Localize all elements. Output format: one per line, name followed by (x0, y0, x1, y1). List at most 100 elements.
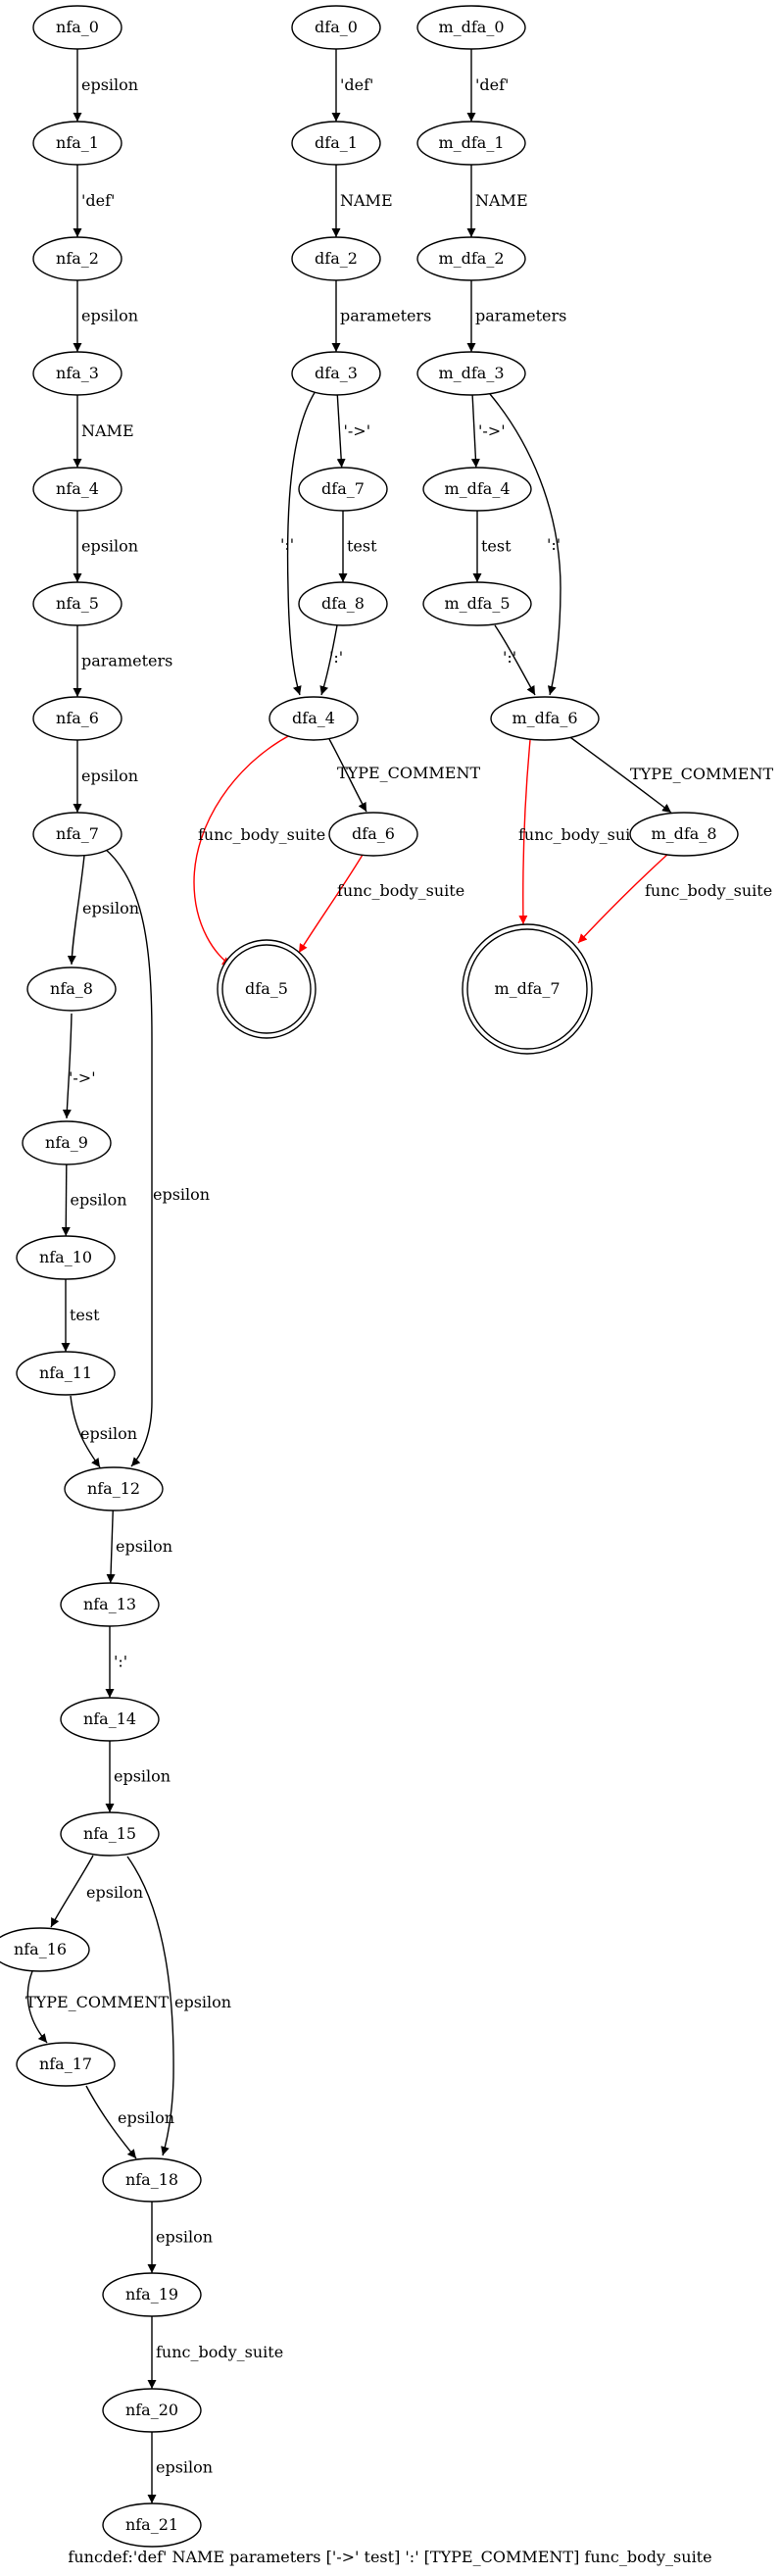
state-label: nfa_9 (45, 1133, 88, 1152)
state-nfa-15: nfa_15 (60, 1811, 160, 1857)
edge-m_dfa_5-to-m_dfa_6: ':' (494, 624, 536, 696)
state-m-dfa-5: m_dfa_5 (422, 581, 532, 626)
state-label: dfa_0 (315, 18, 358, 36)
state-ellipse (0, 1927, 90, 1972)
state-label: m_dfa_8 (651, 824, 716, 843)
state-m-dfa-8: m_dfa_8 (629, 812, 739, 857)
state-label: m_dfa_3 (438, 364, 504, 382)
state-ellipse (64, 1466, 164, 1511)
edge-nfa_2-to-nfa_3: epsilon (73, 280, 138, 352)
state-ellipse (291, 5, 381, 50)
edge-dfa_7-to-dfa_8: test (338, 511, 377, 582)
state-ellipse (291, 351, 381, 396)
state-label: dfa_3 (315, 364, 358, 382)
edge-label: func_body_suite (645, 881, 772, 900)
state-ellipse (22, 1120, 112, 1165)
edge-line (193, 734, 291, 966)
edge-line (319, 624, 338, 696)
state-label: nfa_3 (56, 364, 99, 382)
edge-nfa_15-to-nfa_16: epsilon (50, 1855, 143, 1928)
edge-nfa_1-to-nfa_2: 'def' (73, 165, 115, 237)
state-label: dfa_1 (315, 133, 358, 152)
state-ellipse (102, 2502, 202, 2548)
edge-line (103, 847, 153, 1467)
edge-line (298, 854, 364, 954)
edge-label: parameters (81, 652, 172, 670)
state-label: dfa_6 (352, 824, 395, 843)
state-nfa-12: nfa_12 (64, 1466, 164, 1511)
state-label: nfa_19 (125, 2285, 178, 2304)
edge-m_dfa_1-to-m_dfa_2: NAME (466, 165, 528, 237)
state-ellipse (32, 236, 122, 281)
edge-line (85, 2085, 137, 2159)
edge-label: epsilon (153, 1185, 210, 1204)
state-ellipse (32, 812, 122, 857)
state-ellipse (16, 2042, 116, 2087)
state-label: nfa_12 (87, 1479, 140, 1498)
state-ellipse (102, 2388, 202, 2433)
edge-nfa_12-to-nfa_13: epsilon (106, 1510, 172, 1584)
edge-label: epsilon (81, 307, 138, 325)
state-nfa-20: nfa_20 (102, 2388, 202, 2433)
state-nfa-18: nfa_18 (102, 2157, 202, 2203)
state-label: m_dfa_5 (444, 594, 510, 613)
state-label: dfa_2 (315, 249, 358, 268)
state-ellipse (60, 1697, 160, 1742)
state-label: nfa_11 (39, 1363, 92, 1382)
state-dfa-6: dfa_6 (328, 812, 418, 857)
state-dfa-2: dfa_2 (291, 236, 381, 281)
edge-line (489, 393, 561, 696)
edge-label: parameters (475, 307, 566, 325)
edge-m_dfa_3-to-m_dfa_4: '->' (470, 394, 506, 469)
state-dfa-5: dfa_5 (217, 939, 317, 1039)
edge-line (470, 394, 480, 469)
state-ellipse (60, 1582, 160, 1627)
state-label: nfa_2 (56, 249, 99, 268)
edge-dfa_8-to-dfa_4: ':' (319, 624, 343, 696)
state-label: nfa_6 (56, 709, 99, 727)
edge-label: ':' (547, 535, 561, 554)
state-ellipse (298, 581, 388, 626)
state-ellipse (60, 1811, 160, 1857)
edge-line (62, 1013, 73, 1119)
edge-label: epsilon (118, 2108, 174, 2127)
state-ellipse (422, 581, 532, 626)
edge-nfa_9-to-nfa_10: epsilon (61, 1164, 127, 1237)
state-ellipse (32, 467, 122, 512)
edge-dfa_4-to-dfa_5: func_body_suite (193, 734, 325, 966)
edge-dfa_6-to-dfa_5: func_body_suite (298, 854, 464, 954)
edge-nfa_15-to-nfa_18: epsilon (126, 1856, 231, 2156)
state-nfa-21: nfa_21 (102, 2502, 202, 2548)
edge-label: epsilon (156, 2228, 213, 2247)
state-m-dfa-1: m_dfa_1 (416, 121, 526, 166)
graph-caption: funcdef:'def' NAME parameters ['->' test… (68, 2548, 711, 2566)
edge-label: epsilon (71, 1191, 127, 1210)
edge-label: epsilon (156, 2458, 213, 2477)
state-label: nfa_17 (39, 2055, 92, 2073)
state-label: nfa_14 (83, 1709, 136, 1728)
state-ellipse (26, 966, 117, 1012)
edge-label: NAME (340, 191, 393, 210)
edge-label: TYPE_COMMENT (337, 764, 480, 782)
edge-nfa_7-to-nfa_12: epsilon (103, 847, 210, 1467)
state-ellipse (298, 467, 388, 512)
state-ellipse (629, 812, 739, 857)
accepting-state-inner-ring (466, 928, 588, 1050)
state-label: nfa_21 (125, 2515, 178, 2534)
edge-line (106, 1510, 116, 1584)
state-label: dfa_5 (245, 979, 288, 998)
edge-label: '->' (478, 421, 506, 440)
edge-nfa_0-to-nfa_1: epsilon (73, 49, 138, 122)
edge-dfa_3-to-dfa_4: ':' (280, 390, 317, 696)
state-dfa-8: dfa_8 (298, 581, 388, 626)
edge-label: ':' (280, 535, 294, 554)
state-nfa-4: nfa_4 (32, 467, 122, 512)
state-label: m_dfa_1 (438, 133, 504, 152)
edge-label: func_body_suite (198, 825, 325, 844)
state-ellipse (416, 236, 526, 281)
edge-nfa_7-to-nfa_8: epsilon (67, 855, 139, 966)
edge-label: epsilon (81, 537, 138, 556)
state-ellipse (291, 236, 381, 281)
state-label: m_dfa_0 (438, 18, 504, 36)
edge-nfa_20-to-nfa_21: epsilon (147, 2432, 213, 2503)
